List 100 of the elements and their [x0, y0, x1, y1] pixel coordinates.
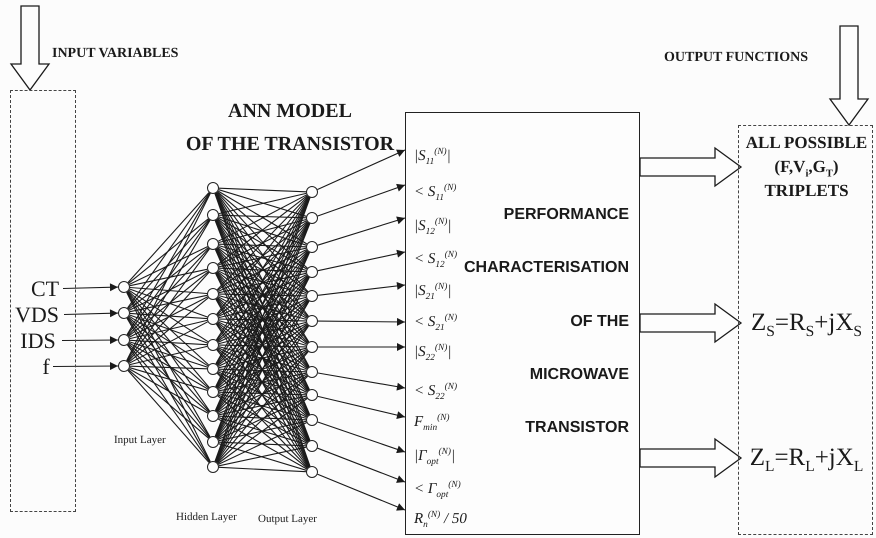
neuron-circle — [306, 389, 318, 401]
neuron-circle — [118, 334, 130, 346]
connection-line — [130, 367, 208, 391]
neuron-circle — [207, 313, 219, 325]
neuron-circle — [306, 241, 318, 253]
block-text: MICROWAVE — [530, 366, 629, 384]
connection-line — [218, 368, 306, 372]
arrow — [318, 372, 406, 391]
arrow — [62, 336, 118, 344]
connection-line — [218, 214, 306, 218]
neuron-circle — [207, 209, 219, 221]
arrow — [317, 474, 406, 511]
neuron-circle — [306, 414, 318, 426]
neuron-circle — [306, 290, 318, 302]
connection-line — [127, 317, 210, 412]
arrow — [318, 318, 405, 326]
neuron-circle — [207, 363, 219, 375]
dashed-group-frame — [738, 125, 873, 535]
connection-line — [128, 192, 210, 283]
connection-line — [126, 344, 210, 462]
neuron-circle — [207, 386, 219, 398]
neuron-circle — [306, 440, 318, 452]
neuron-circle — [118, 281, 130, 293]
neuron-circle — [306, 366, 318, 378]
output-parameter: |S$_{12}$$^{(N)}$| — [414, 218, 452, 234]
connection-line — [218, 416, 306, 420]
neuron-circle — [118, 360, 130, 372]
connection-line — [130, 340, 208, 346]
output-parameter: |S$_{11}$$^{(N)}$| — [414, 148, 451, 164]
connection-line — [127, 248, 210, 362]
arrow — [318, 421, 406, 454]
neuron-circle — [207, 182, 219, 194]
neuron-circle — [306, 186, 318, 198]
connection-line — [128, 368, 208, 414]
variable-label: VDS — [10, 303, 64, 326]
impedance-formula: Z$_{S}$=R$_{S}$+jX$_{S}$ — [741, 303, 872, 343]
block-text: TRANSISTOR — [525, 419, 629, 437]
variable-label: CT — [27, 277, 63, 300]
arrow — [318, 396, 406, 420]
connection-line — [127, 291, 210, 388]
arrow — [62, 283, 118, 292]
neuron-circle — [207, 339, 219, 351]
arrow — [318, 343, 405, 351]
neuron-circle — [207, 238, 219, 250]
connection-line — [128, 272, 210, 362]
connection-line — [129, 246, 208, 285]
block-arrow — [10, 5, 50, 92]
dashed-group-frame — [10, 90, 76, 512]
neuron-circle — [306, 266, 318, 278]
connection-line — [127, 192, 210, 308]
heading-text: ANN MODEL — [227, 100, 353, 123]
connection-line — [128, 247, 209, 310]
connection-line — [128, 219, 210, 309]
neuron-circle — [306, 466, 318, 478]
connection-line — [129, 321, 208, 364]
connection-line — [218, 318, 306, 322]
neuron-circle — [207, 436, 219, 448]
block-text: PERFORMANCE — [504, 206, 629, 224]
arrow — [318, 282, 406, 296]
connection-line — [218, 466, 306, 472]
variable-label: IDS — [14, 329, 62, 352]
neuron-circle — [207, 410, 219, 422]
connection-line — [128, 370, 210, 463]
impedance-formula: Z$_{L}$=R$_{L}$+jX$_{L}$ — [741, 438, 872, 478]
neuron-circle — [207, 288, 219, 300]
arrow — [317, 150, 406, 190]
connection-line — [129, 270, 208, 311]
neuron-circle — [207, 461, 219, 473]
connection-line — [130, 366, 208, 370]
arrow — [318, 216, 406, 246]
block-text: OF THE — [570, 313, 629, 331]
connection-line — [126, 292, 210, 412]
connection-line — [218, 392, 306, 396]
section-label: OUTPUT FUNCTIONS — [664, 50, 808, 66]
connection-line — [218, 268, 306, 272]
heading-text: OF THE TRANSISTOR — [184, 133, 396, 156]
connection-line — [218, 442, 306, 446]
arrow — [318, 184, 406, 217]
output-parameter: R$_{n}$$^{(N)}$ / 50 — [414, 511, 467, 528]
connection-line — [128, 218, 209, 284]
connection-line — [126, 318, 210, 462]
output-parameter: |S$_{22}$$^{(N)}$| — [414, 344, 452, 360]
connection-line — [126, 292, 211, 462]
connection-line — [130, 346, 208, 366]
block-arrow — [828, 25, 870, 126]
block-arrow — [639, 302, 742, 344]
connection-line — [218, 188, 306, 192]
arrow — [64, 309, 118, 318]
connection-line — [130, 286, 208, 294]
connection-line — [130, 312, 208, 320]
arrow — [318, 250, 406, 272]
connection-line — [128, 290, 208, 342]
connection-line — [129, 314, 208, 344]
connection-line — [126, 292, 210, 438]
neuron-circle — [306, 212, 318, 224]
connection-line — [128, 316, 209, 388]
connection-line — [128, 248, 210, 336]
connection-line — [218, 344, 306, 348]
connection-line — [126, 318, 210, 438]
connection-line — [128, 271, 209, 337]
